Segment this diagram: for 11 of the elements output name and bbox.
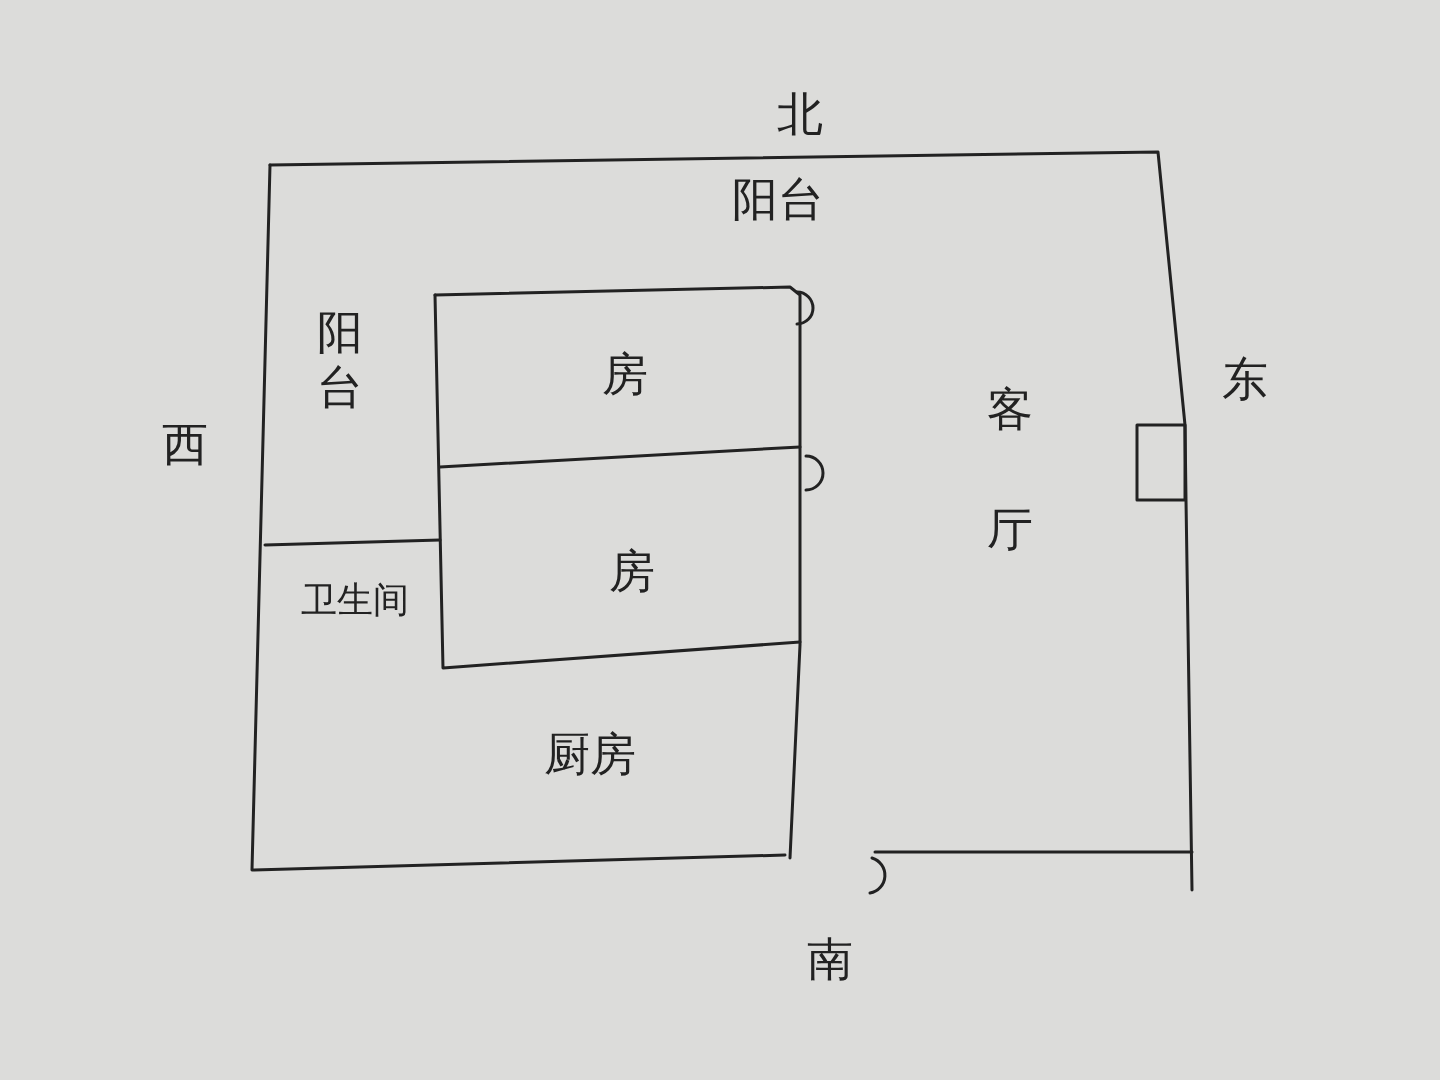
room-name: 阳台: [314, 304, 366, 416]
compass-direction: 南: [807, 932, 853, 988]
room-name: 卫生间: [301, 578, 409, 622]
room-name: 房: [602, 347, 648, 403]
compass-direction: 西: [162, 417, 208, 473]
room-name: 客厅: [984, 350, 1036, 590]
compass-direction: 东: [1222, 352, 1268, 408]
room-name: 厨房: [544, 727, 636, 783]
compass-direction: 北: [777, 87, 823, 143]
room-name: 房: [609, 544, 655, 600]
room-name: 阳台: [732, 172, 824, 228]
